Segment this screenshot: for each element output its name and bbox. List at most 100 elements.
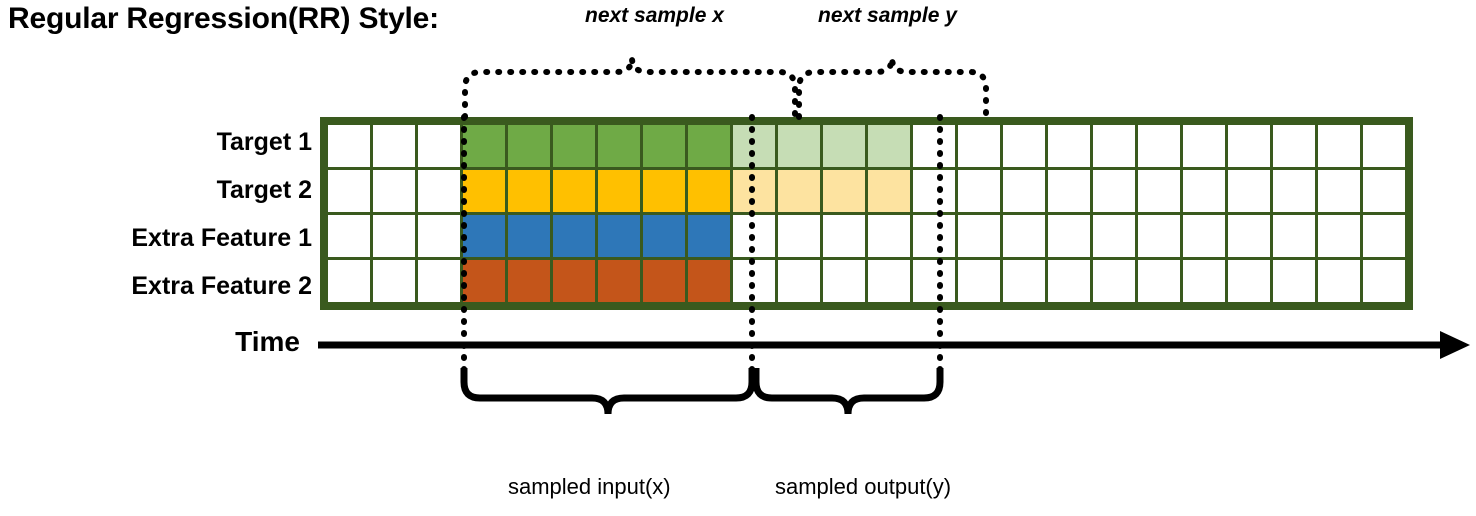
grid-cell — [1270, 212, 1318, 260]
grid-cell — [325, 257, 373, 305]
time-axis-label: Time — [235, 326, 300, 357]
grid-cell — [955, 257, 1003, 305]
grid-cell — [1045, 257, 1093, 305]
grid-cell — [910, 122, 958, 170]
bottom-brace-sampled-output — [752, 368, 944, 415]
grid-cell — [1360, 122, 1408, 170]
grid-cell — [955, 167, 1003, 215]
grid-cell — [1000, 212, 1048, 260]
timeline-grid — [320, 117, 1413, 310]
top-brace-next-sample-y — [796, 57, 989, 120]
grid-cell — [1360, 257, 1408, 305]
grid-cell — [1180, 257, 1228, 305]
grid-cell — [955, 212, 1003, 260]
grid-cell — [865, 257, 913, 305]
grid-cell — [505, 212, 553, 260]
grid-row — [325, 167, 1408, 215]
grid-cell — [730, 122, 778, 170]
grid-row — [325, 122, 1408, 170]
page-title: Regular Regression(RR) Style: — [8, 2, 439, 35]
grid-cell — [1360, 212, 1408, 260]
grid-cell — [1045, 167, 1093, 215]
grid-cell — [370, 212, 418, 260]
grid-cell — [595, 167, 643, 215]
grid-cell — [370, 257, 418, 305]
grid-cell — [1180, 167, 1228, 215]
grid-cell — [1135, 257, 1183, 305]
grid-cell — [1000, 167, 1048, 215]
grid-cell — [1360, 167, 1408, 215]
row-label-target-2: Target 2 — [216, 176, 312, 204]
caption-output-line-1: sampled output(y) — [775, 474, 952, 499]
grid-row — [325, 257, 1408, 305]
grid-cell — [685, 122, 733, 170]
grid-cell — [1090, 257, 1138, 305]
grid-cell — [820, 257, 868, 305]
grid-cell — [595, 212, 643, 260]
grid-cell — [1135, 212, 1183, 260]
timeline-grid-table — [325, 122, 1408, 305]
annotation-next-sample-x: next sample x — [585, 4, 724, 27]
grid-cell — [685, 212, 733, 260]
grid-cell — [1180, 212, 1228, 260]
grid-cell — [1180, 122, 1228, 170]
grid-cell — [640, 212, 688, 260]
grid-cell — [1315, 212, 1363, 260]
grid-cell — [550, 167, 598, 215]
grid-cell — [505, 167, 553, 215]
grid-cell — [415, 167, 463, 215]
grid-cell — [685, 257, 733, 305]
grid-cell — [595, 122, 643, 170]
grid-cell — [550, 122, 598, 170]
grid-cell — [1090, 122, 1138, 170]
grid-cell — [955, 122, 1003, 170]
grid-cell — [325, 167, 373, 215]
grid-cell — [910, 257, 958, 305]
grid-cell — [1225, 167, 1273, 215]
grid-cell — [1045, 212, 1093, 260]
grid-cell — [415, 122, 463, 170]
grid-cell — [1000, 257, 1048, 305]
grid-cell — [460, 212, 508, 260]
grid-cell — [910, 167, 958, 215]
grid-cell — [775, 212, 823, 260]
grid-cell — [1270, 122, 1318, 170]
grid-cell — [325, 122, 373, 170]
grid-cell — [460, 257, 508, 305]
grid-cell — [1090, 167, 1138, 215]
grid-cell — [640, 122, 688, 170]
grid-row — [325, 212, 1408, 260]
grid-cell — [505, 122, 553, 170]
bottom-brace-sampled-input — [460, 368, 756, 415]
grid-cell — [1000, 122, 1048, 170]
grid-cell — [910, 212, 958, 260]
grid-cell — [820, 212, 868, 260]
grid-cell — [1135, 122, 1183, 170]
grid-cell — [775, 257, 823, 305]
grid-cell — [865, 212, 913, 260]
caption-input-line-1: sampled input(x) — [508, 474, 671, 499]
grid-cell — [1225, 122, 1273, 170]
caption-sampled-output: sampled output(y) horizon=4 output_featu… — [775, 422, 997, 516]
grid-cell — [325, 212, 373, 260]
top-brace-next-sample-x — [462, 57, 798, 120]
grid-cell — [640, 257, 688, 305]
grid-cell — [550, 257, 598, 305]
grid-cell — [1225, 257, 1273, 305]
grid-cell — [550, 212, 598, 260]
row-label-extra-feature-1: Extra Feature 1 — [131, 224, 312, 252]
grid-cell — [370, 122, 418, 170]
grid-cell — [1270, 167, 1318, 215]
grid-cell — [370, 167, 418, 215]
grid-cell — [1225, 212, 1273, 260]
grid-cell — [640, 167, 688, 215]
annotation-next-sample-y: next sample y — [818, 4, 957, 27]
grid-cell — [1315, 257, 1363, 305]
grid-cell — [775, 122, 823, 170]
grid-cell — [1135, 167, 1183, 215]
grid-cell — [1315, 122, 1363, 170]
grid-cell — [685, 167, 733, 215]
grid-cell — [460, 122, 508, 170]
